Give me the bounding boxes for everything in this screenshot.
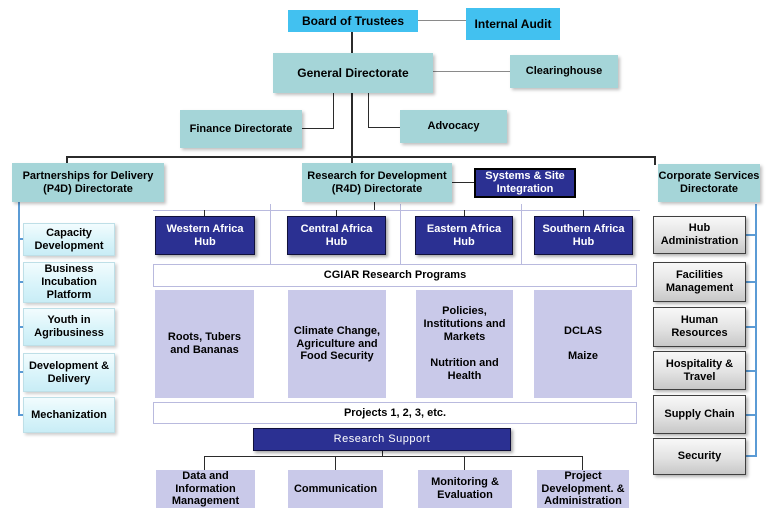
bar-projects: Projects 1, 2, 3, etc. <box>153 402 637 424</box>
node-advocacy: Advocacy <box>400 110 507 143</box>
node-finance-directorate: Finance Directorate <box>180 110 302 148</box>
node-project-development-administration: Project Development. & Administration <box>537 470 629 508</box>
tick-data-mgmt <box>204 456 205 470</box>
tick-southern-hub <box>583 210 584 216</box>
node-clearinghouse: Clearinghouse <box>510 55 618 88</box>
right-tick-facilities <box>746 281 755 283</box>
node-security: Security <box>653 438 746 475</box>
connector-board-internal-audit <box>418 20 466 21</box>
left-tick-bip <box>18 281 24 283</box>
hub-divider-3 <box>521 204 522 264</box>
right-tick-hospitality <box>746 370 755 372</box>
connector-gd-advocacy-h <box>368 127 401 128</box>
connector-rs-drop <box>382 451 383 456</box>
node-p4d-directorate: Partnerships for Delivery (P4D) Director… <box>12 163 164 202</box>
connector-r4d-hubline <box>374 202 375 211</box>
connector-board-gd <box>351 32 353 53</box>
node-r4d-directorate: Research for Development (R4D) Directora… <box>302 163 452 202</box>
connector-rs-span <box>204 456 583 457</box>
node-hospitality-travel: Hospitality & Travel <box>653 351 746 390</box>
node-business-incubation-platform: Business Incubation Platform <box>23 262 115 303</box>
connector-r4d-ssi <box>452 182 474 183</box>
node-communication: Communication <box>288 470 383 508</box>
left-tick-mech <box>18 414 24 416</box>
tick-monitoring <box>464 456 465 470</box>
node-capacity-development: Capacity Development <box>23 223 115 256</box>
node-mechanization: Mechanization <box>23 397 115 433</box>
hub-divider-1 <box>270 204 271 264</box>
node-hub-administration: Hub Administration <box>653 216 746 254</box>
node-western-africa-hub: Western Africa Hub <box>155 216 255 255</box>
node-corporate-services-directorate: Corporate Services Directorate <box>658 164 760 202</box>
tick-eastern-hub <box>464 210 465 216</box>
node-eastern-africa-hub: Eastern Africa Hub <box>415 216 513 255</box>
node-human-resources: Human Resources <box>653 307 746 347</box>
connector-gd-advocacy-v <box>368 93 369 128</box>
node-central-africa-hub: Central Africa Hub <box>287 216 386 255</box>
node-southern-africa-hub: Southern Africa Hub <box>534 216 633 255</box>
right-tick-security <box>746 455 755 457</box>
connector-drop-corporate <box>654 156 656 165</box>
node-data-information-management: Data and Information Management <box>156 470 255 508</box>
tick-project-dev <box>582 456 583 470</box>
node-development-delivery: Development & Delivery <box>23 353 115 392</box>
tick-central-hub <box>336 210 337 216</box>
node-board-of-trustees: Board of Trustees <box>288 10 418 32</box>
node-climate-change-agriculture: Climate Change, Agriculture and Food Sec… <box>288 290 386 398</box>
tick-western-hub <box>204 210 205 216</box>
node-roots-tubers-bananas: Roots, Tubers and Bananas <box>155 290 254 398</box>
node-policies-markets-nutrition: Policies, Institutions and Markets Nutri… <box>416 290 513 398</box>
bar-cgiar-research-programs: CGIAR Research Programs <box>153 264 637 287</box>
right-tick-supply <box>746 414 755 416</box>
left-tick-devdel <box>18 371 24 373</box>
tick-communication <box>335 456 336 470</box>
left-tick-youth <box>18 326 24 328</box>
node-facilities-management: Facilities Management <box>653 262 746 302</box>
right-bracket-line <box>755 204 757 457</box>
connector-drop-p4d <box>66 156 68 164</box>
node-youth-in-agribusiness: Youth in Agribusiness <box>23 308 115 346</box>
left-bracket-line <box>18 202 20 416</box>
node-systems-site-integration: Systems & Site Integration <box>474 168 576 198</box>
connector-gd-finance-h <box>302 128 334 129</box>
connector-gd-finance-v <box>333 93 334 129</box>
hub-row-line <box>153 210 640 211</box>
right-tick-hr <box>746 326 755 328</box>
node-general-directorate: General Directorate <box>273 53 433 93</box>
hub-divider-2 <box>400 204 401 264</box>
connector-directorates-span <box>66 156 656 158</box>
node-supply-chain: Supply Chain <box>653 395 746 434</box>
right-tick-hubadmin <box>746 234 755 236</box>
node-monitoring-evaluation: Monitoring & Evaluation <box>418 470 512 508</box>
node-dclas-maize: DCLAS Maize <box>534 290 632 398</box>
connector-gd-trunk <box>351 93 353 163</box>
connector-gd-clearinghouse <box>433 71 510 72</box>
bar-research-support: Research Support <box>253 428 511 451</box>
left-tick-capacity <box>18 238 24 240</box>
node-internal-audit: Internal Audit <box>466 8 560 40</box>
